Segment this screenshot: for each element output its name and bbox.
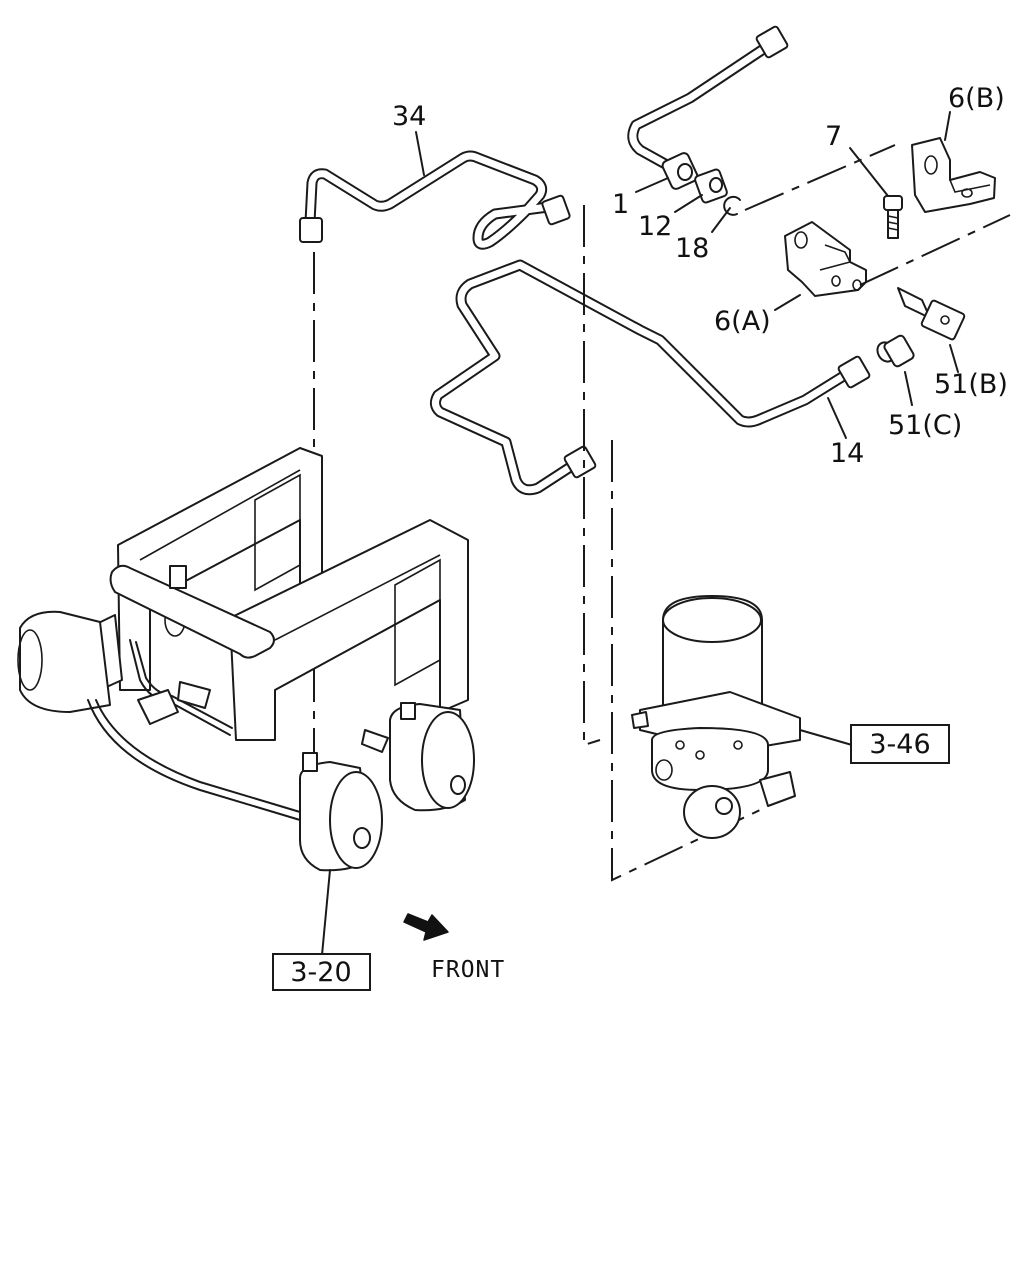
label-1: 1: [612, 189, 629, 220]
ref-3-20-text: 3-20: [290, 957, 351, 988]
front-indicator: FRONT: [403, 913, 505, 983]
label-12: 12: [638, 211, 672, 242]
label-14: 14: [830, 438, 864, 469]
part-12-nut: [694, 168, 728, 204]
front-label: FRONT: [431, 957, 505, 983]
ref-3-46-text: 3-46: [869, 729, 930, 760]
label-6b: 6(B): [948, 83, 1005, 114]
label-18: 18: [675, 233, 709, 264]
pipe-34: [299, 150, 571, 250]
part-18-ring: [723, 195, 741, 216]
pipe-14-nut-lower: [563, 445, 597, 479]
part-1-fitting: [661, 152, 699, 190]
pipe-34-nut-lower: [299, 217, 323, 243]
pipe-end-nut: [755, 25, 789, 59]
fitting-51c: [876, 334, 915, 368]
bracket-6a: [784, 221, 867, 297]
label-51c: 51(C): [888, 410, 962, 441]
pipe-34-nut-upper: [541, 194, 571, 226]
air-dryer-assembly: [631, 595, 801, 839]
engine-assembly: [17, 447, 475, 872]
callout-labels: 34 1 12 18 7 6(B) 6(A) 51(B) 51(C) 14: [392, 83, 1008, 469]
reference-box-3-46[interactable]: 3-46: [850, 724, 950, 764]
pipe-14: [429, 259, 871, 496]
reference-box-3-20[interactable]: 3-20: [272, 953, 371, 991]
leader-lines: [321, 111, 959, 956]
label-6a: 6(A): [714, 306, 771, 337]
label-7: 7: [825, 121, 842, 152]
bolt-7: [883, 195, 903, 239]
bracket-6b: [911, 137, 996, 213]
label-34: 34: [392, 101, 426, 132]
fitting-51b: [897, 287, 966, 341]
label-51b: 51(B): [934, 369, 1008, 400]
pipe-14-nut-upper: [837, 355, 871, 389]
front-arrow-icon: [403, 913, 449, 941]
pipe-upper-right: [627, 25, 789, 176]
